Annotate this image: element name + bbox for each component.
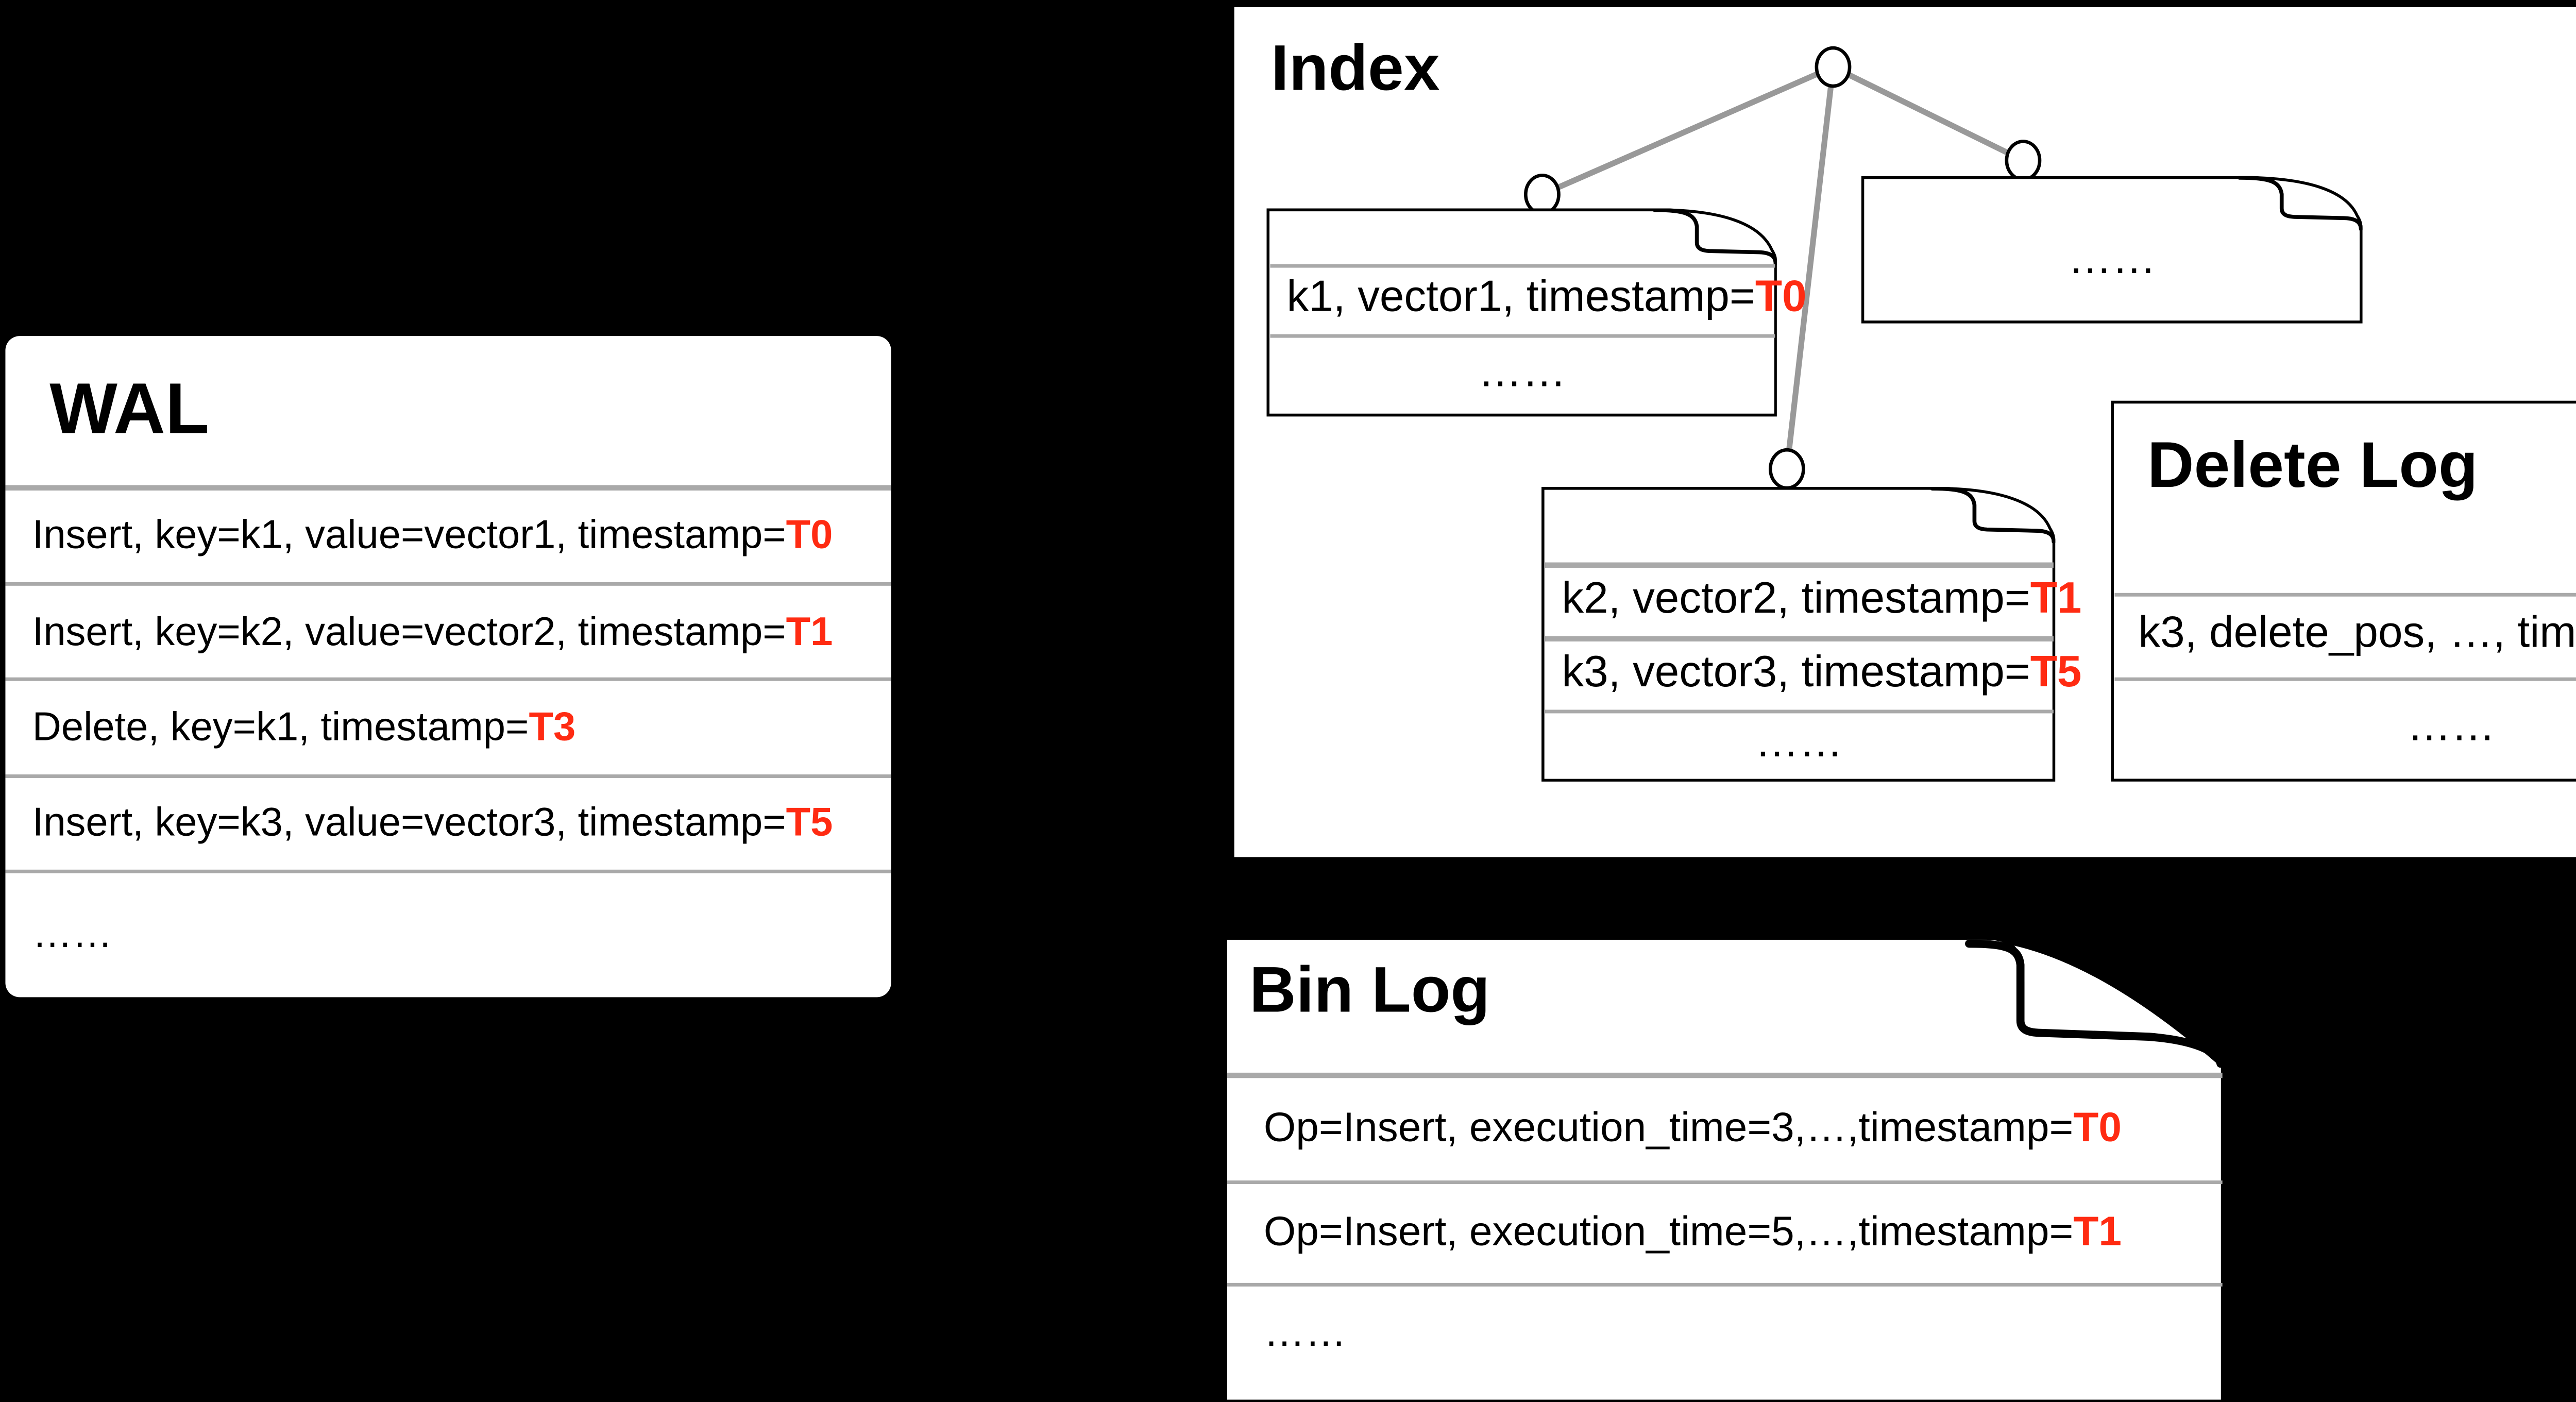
- tree-node-right: [2005, 140, 2041, 181]
- delete-log-title: Delete Log: [2147, 427, 2478, 501]
- wal-separator: [5, 678, 891, 682]
- wal-row-text: Insert, key=k2, value=vector2, timestamp…: [32, 608, 786, 653]
- document-shape: [1267, 209, 1778, 417]
- index-more-segments-doc: ……: [1861, 175, 2363, 323]
- document-shape: [1542, 486, 2056, 782]
- document-body: [2111, 400, 2576, 782]
- wal-title: WAL: [49, 370, 210, 449]
- wal-row-text: Insert, key=k1, value=vector1, timestamp…: [32, 512, 786, 558]
- wal-row: Delete, key=k1, timestamp=T3: [5, 682, 919, 774]
- tree-edge: [1540, 64, 1834, 197]
- page-fold-crease: [1965, 939, 2222, 1067]
- index-segment1-doc: k1, vector1, timestamp=T0 ……: [1267, 209, 1807, 417]
- wal-row: Insert, key=k3, value=vector3, timestamp…: [5, 778, 919, 870]
- wal-row: Insert, key=k2, value=vector2, timestamp…: [5, 586, 919, 678]
- doc-separator: [1545, 563, 2054, 567]
- wal-separator: [5, 485, 891, 490]
- timestamp-badge: T5: [2030, 648, 2082, 697]
- doc-more-ellipsis: ……: [1478, 349, 1567, 398]
- doc-more-ellipsis: ……: [1755, 719, 1843, 768]
- delete-log-doc: Delete Log k3, delete_pos, …, timestamp=…: [2111, 400, 2576, 782]
- tree-node-left: [1523, 174, 1561, 215]
- doc-separator: [1545, 710, 2054, 714]
- wal-more-ellipsis: ……: [32, 910, 113, 956]
- doc-separator: [1228, 1073, 2222, 1077]
- timestamp-badge: T0: [2073, 1102, 2122, 1150]
- wal-table: WAL Insert, key=k1, value=vector1, times…: [5, 335, 891, 999]
- document-shape: [1861, 175, 2363, 323]
- timestamp-badge: T0: [786, 512, 833, 558]
- doc-row-text: Op=Insert, execution_time=5,…,timestamp=: [1263, 1207, 2074, 1254]
- doc-row-text: k2, vector2, timestamp=: [1562, 575, 2030, 623]
- page-fold-crease: [2238, 175, 2363, 230]
- tree-node-middle: [1768, 448, 1805, 490]
- doc-row-text: Op=Insert, execution_time=3,…,timestamp=: [1263, 1102, 2074, 1150]
- doc-row: k3, vector3, timestamp=T5: [1542, 637, 2081, 710]
- timestamp-badge: T5: [786, 800, 833, 846]
- doc-separator: [1269, 334, 1775, 338]
- doc-separator: [1269, 263, 1775, 268]
- doc-row: k2, vector2, timestamp=T1: [1542, 563, 2081, 637]
- index-panel: Index k1, vector1, timestamp=T0 ……: [1234, 7, 2576, 857]
- doc-more-ellipsis: ……: [2407, 702, 2496, 751]
- wal-separator: [5, 869, 891, 874]
- timestamp-badge: T1: [786, 608, 833, 653]
- doc-row-text: k3, vector3, timestamp=: [1562, 648, 2030, 697]
- doc-row: k1, vector1, timestamp=T0: [1267, 264, 1806, 334]
- doc-separator: [1545, 636, 2054, 641]
- wal-separator: [5, 582, 891, 586]
- timestamp-badge: T1: [2073, 1207, 2122, 1254]
- bin-log-title: Bin Log: [1249, 951, 1490, 1025]
- tree-edge: [1784, 66, 1836, 469]
- doc-separator: [2114, 593, 2576, 597]
- index-title: Index: [1270, 30, 1440, 105]
- page-fold-crease: [1930, 486, 2056, 544]
- wal-row: Insert, key=k1, value=vector1, timestamp…: [5, 490, 919, 582]
- doc-row-text: k3, delete_pos, …, timestamp=: [2138, 610, 2576, 659]
- document-shape: [2111, 400, 2576, 782]
- timestamp-badge: T1: [2030, 575, 2082, 623]
- index-tree: [1523, 46, 2041, 490]
- index-segment2-doc: k2, vector2, timestamp=T1 k3, vector3, t…: [1542, 486, 2081, 782]
- tree-edge: [1832, 64, 2024, 163]
- page-fold-crease: [1653, 209, 1778, 266]
- bin-log-doc: Bin Log Op=Insert, execution_time=3,…,ti…: [1228, 939, 2222, 1400]
- doc-separator: [2114, 677, 2576, 682]
- bin-log-row: Op=Insert, execution_time=5,…,timestamp=…: [1228, 1180, 2258, 1282]
- wal-row-text: Insert, key=k3, value=vector3, timestamp…: [32, 800, 786, 846]
- doc-more-ellipsis: ……: [2068, 234, 2156, 283]
- timestamp-badge: T3: [529, 704, 576, 750]
- doc-separator: [1228, 1282, 2222, 1287]
- wal-row-text: Delete, key=k1, timestamp=: [32, 704, 529, 750]
- doc-row-text: k1, vector1, timestamp=: [1286, 274, 1755, 323]
- wal-separator: [5, 773, 891, 778]
- timestamp-badge: T0: [1755, 274, 1807, 323]
- doc-separator: [1228, 1180, 2222, 1184]
- doc-row: k3, delete_pos, …, timestamp=T3: [2111, 593, 2576, 678]
- bin-log-row: Op=Insert, execution_time=3,…,timestamp=…: [1228, 1073, 2258, 1180]
- tree-root-node: [1815, 46, 1851, 88]
- bin-log-more-ellipsis: ……: [1263, 1308, 1347, 1356]
